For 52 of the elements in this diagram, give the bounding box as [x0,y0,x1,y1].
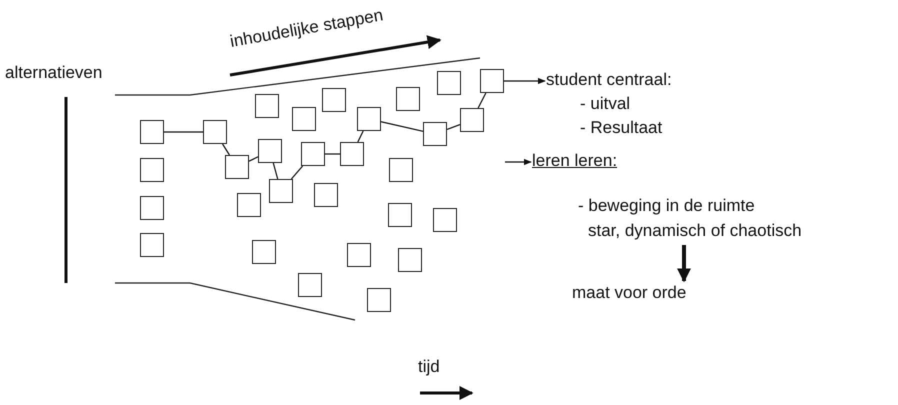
square-box [140,233,164,257]
connector-line [357,130,364,142]
connector-line [164,131,203,133]
square-box [269,179,293,203]
square-box [252,240,276,264]
note-text: maat voor orde [572,283,686,303]
connector-line [446,124,460,130]
square-box [140,120,164,144]
square-box [388,203,412,227]
square-box [398,248,422,272]
heading-text: student centraal: [546,70,672,90]
axis-label: alternatieven [5,63,102,83]
square-box [437,71,461,95]
square-box [237,193,261,217]
heading-text: leren leren: [532,151,618,171]
square-box [389,158,413,182]
square-box [357,107,381,131]
connector-line [272,162,278,180]
square-box [433,208,457,232]
axis-label: inhoudelijke stappen [228,5,385,52]
note-text: - beweging in de ruimte [578,196,755,216]
arrow [505,158,532,166]
axis-label: tijd [418,357,440,377]
square-box [298,273,322,297]
square-box [460,108,484,132]
connector-line [290,166,304,180]
square-box [322,88,346,112]
connector-line [380,121,424,132]
square-box [396,87,420,111]
connector-line [222,144,230,156]
note-text: - uitval [580,94,630,114]
connector-line [325,153,340,155]
square-box [140,158,164,182]
connector-line [478,92,486,108]
square-box [292,107,316,131]
arrow [504,78,546,84]
square-box [423,122,447,146]
square-box [301,142,325,166]
square-box [367,288,391,312]
square-box [480,69,504,93]
note-text: star, dynamisch of chaotisch [588,221,802,241]
square-box [347,243,371,267]
note-text: - Resultaat [580,118,662,138]
square-box [314,183,338,207]
square-box [258,139,282,163]
square-box [203,120,227,144]
square-box [140,196,164,220]
square-box [255,94,279,118]
square-box [225,155,249,179]
arrow [677,245,691,282]
connector-line [248,156,258,162]
square-box [340,142,364,166]
